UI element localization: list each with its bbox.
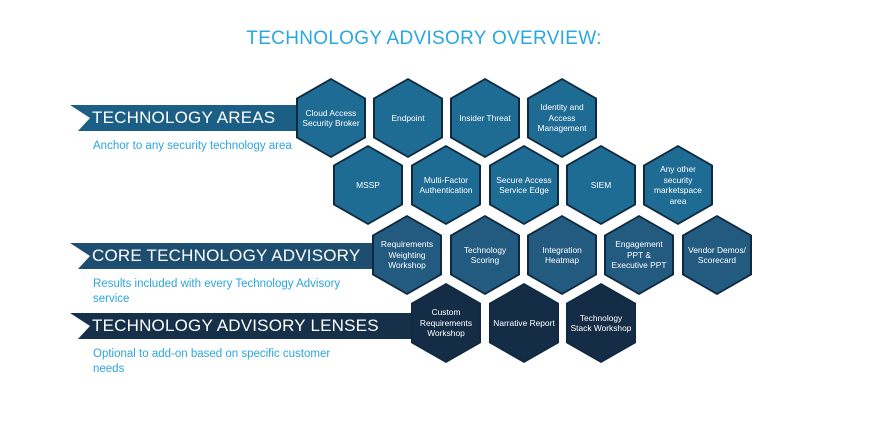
hex-label: Custom Requirements Workshop (413, 285, 479, 361)
hex-custom-requirements: Custom Requirements Workshop (411, 283, 481, 363)
hex-label: Engagement PPT & Executive PPT (606, 217, 672, 293)
section-description-technology-areas: Anchor to any security technology area (93, 140, 292, 152)
hex-integration-heatmap: Integration Heatmap (527, 215, 597, 295)
hex-label: Technology Scoring (452, 217, 518, 293)
section-description-advisory-lenses: Optional to add-on based on specific cus… (93, 348, 331, 375)
hex-endpoint: Endpoint (373, 78, 443, 158)
hex-any-other: Any other security marketspace area (643, 145, 713, 225)
hex-label: Vendor Demos/ Scorecard (684, 217, 750, 293)
hex-label: Cloud Access Security Broker (298, 80, 364, 156)
page-title: TECHNOLOGY ADVISORY OVERVIEW: (246, 28, 602, 49)
hex-label: SIEM (568, 147, 634, 223)
hex-technology-stack: Technology Stack Workshop (566, 283, 636, 363)
hex-label: Any other security marketspace area (645, 147, 711, 223)
hex-label: Integration Heatmap (529, 217, 595, 293)
hex-label: Secure Access Service Edge (491, 147, 557, 223)
hex-mfa: Multi-Factor Authentication (411, 145, 481, 225)
section-banner-technology-areas: TECHNOLOGY AREAS (70, 105, 302, 131)
hex-label: MSSP (335, 147, 401, 223)
hex-engagement-ppt: Engagement PPT & Executive PPT (604, 215, 674, 295)
hex-label: Technology Stack Workshop (568, 285, 634, 361)
hex-narrative-report: Narrative Report (489, 283, 559, 363)
hex-technology-scoring: Technology Scoring (450, 215, 520, 295)
hex-siem: SIEM (566, 145, 636, 225)
section-banner-core-advisory: CORE TECHNOLOGY ADVISORY (70, 243, 375, 269)
section-banner-advisory-lenses: TECHNOLOGY ADVISORY LENSES (70, 313, 415, 339)
hex-label: Endpoint (375, 80, 441, 156)
hex-label: Identity and Access Management (529, 80, 595, 156)
hex-label: Multi-Factor Authentication (413, 147, 479, 223)
hex-insider-threat: Insider Threat (450, 78, 520, 158)
hex-sase: Secure Access Service Edge (489, 145, 559, 225)
hex-requirements-weighting: Requirements Weighting Workshop (372, 215, 442, 295)
hex-identity-access: Identity and Access Management (527, 78, 597, 158)
hex-label: Insider Threat (452, 80, 518, 156)
hex-label: Requirements Weighting Workshop (374, 217, 440, 293)
hex-label: Narrative Report (491, 285, 557, 361)
hex-mssp: MSSP (333, 145, 403, 225)
hex-vendor-demos: Vendor Demos/ Scorecard (682, 215, 752, 295)
section-description-core-advisory: Results included with every Technology A… (93, 278, 341, 305)
